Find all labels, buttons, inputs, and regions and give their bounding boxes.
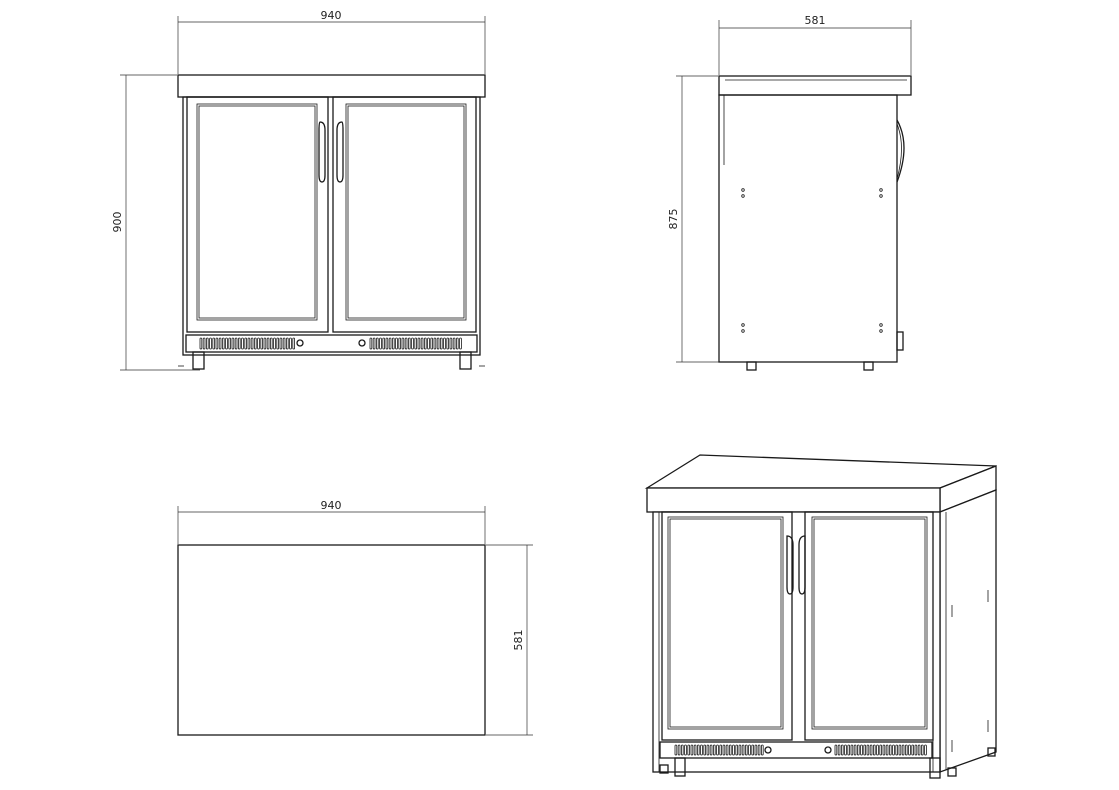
right-door[interactable] <box>332 96 477 333</box>
iso-countertop-top <box>644 454 997 489</box>
side-depth-dimension: 581 <box>718 14 912 75</box>
countertop <box>177 74 486 98</box>
side-depth-label: 581 <box>805 14 826 27</box>
top-width-dimension: 940 <box>177 499 486 544</box>
top-view: 940 581 <box>177 499 533 736</box>
side-view: 581 875 <box>667 14 912 371</box>
left-foot <box>192 351 205 370</box>
right-foot <box>459 351 472 370</box>
isometric-view <box>644 454 997 779</box>
front-width-label: 940 <box>321 9 342 22</box>
front-height-dimension: 900 <box>111 74 200 371</box>
front-view: 940 900 <box>111 9 486 371</box>
side-handle <box>896 119 905 183</box>
side-panel <box>718 94 898 363</box>
top-outline <box>177 544 486 736</box>
cabinet-body <box>182 96 481 356</box>
top-depth-label: 581 <box>512 630 525 651</box>
iso-right-door <box>804 511 934 741</box>
iso-kick-plate-vent <box>659 741 933 759</box>
left-door[interactable] <box>186 96 329 333</box>
side-height-dimension: 875 <box>667 75 745 363</box>
iso-left-door <box>661 511 793 741</box>
left-handle[interactable] <box>318 121 326 183</box>
kick-plate-vent <box>185 334 478 353</box>
top-depth-dimension: 581 <box>486 544 533 736</box>
side-countertop <box>718 75 912 96</box>
right-handle[interactable] <box>336 121 344 183</box>
front-width-dimension: 940 <box>177 9 486 74</box>
front-height-label: 900 <box>111 212 124 233</box>
top-width-label: 940 <box>321 499 342 512</box>
iso-front <box>652 511 941 773</box>
side-height-label: 875 <box>667 209 680 230</box>
